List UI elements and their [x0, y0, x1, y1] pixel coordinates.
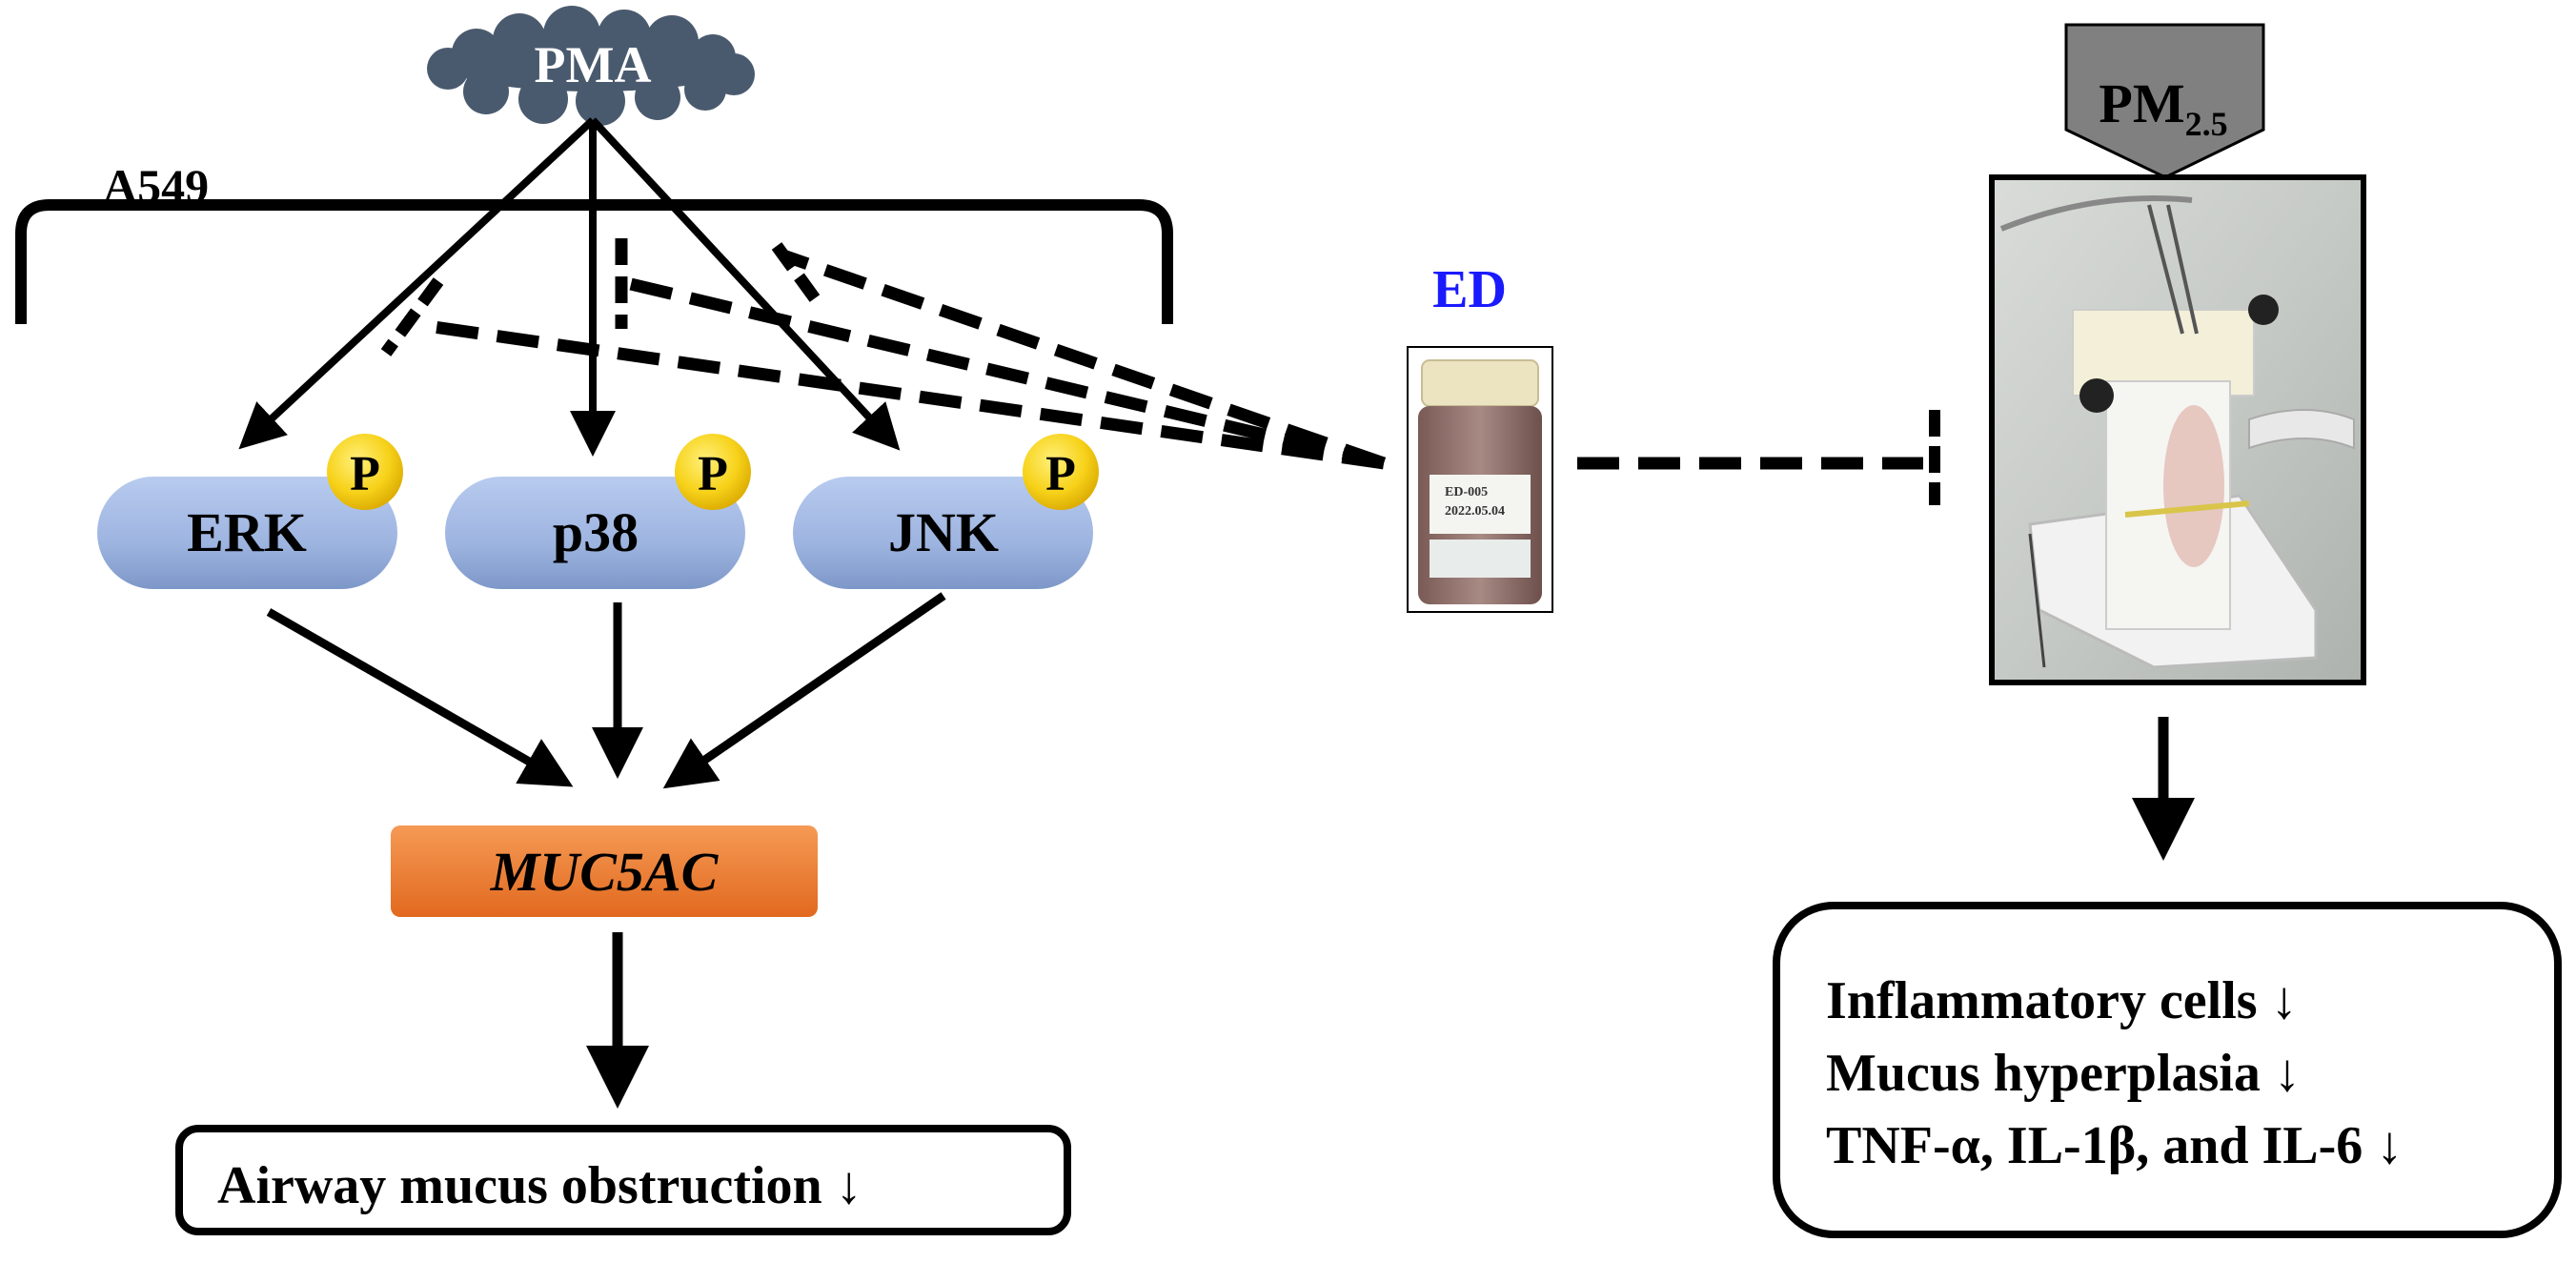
kinase-jnk: JNK P — [793, 434, 1099, 589]
outcome-right-line-2: Mucus hyperplasia ↓ — [1826, 1044, 2301, 1103]
phospho-p38-label: P — [698, 447, 728, 501]
arrow-pma-erk — [238, 117, 596, 450]
phospho-erk-label: P — [350, 447, 380, 501]
inhibition-bars — [380, 238, 825, 356]
kinase-to-gene-arrows — [266, 592, 946, 789]
kinase-p38-label: p38 — [553, 501, 639, 563]
inhibit-jnk-line — [781, 249, 1387, 470]
phospho-erk-icon — [327, 434, 403, 510]
ed-jar-photo: ED-005 2022.05.04 — [1407, 346, 1553, 613]
treatment-label: ED — [1432, 260, 1507, 319]
arrow-jnk-muc5ac — [662, 592, 946, 789]
jar-label-line1: ED-005 — [1445, 485, 1488, 499]
pm25-label: PM2.5 — [2099, 72, 2227, 143]
phospho-p38-icon — [675, 434, 751, 510]
outcome-right-line-3: TNF-α, IL-1β, and IL-6 ↓ — [1826, 1116, 2403, 1175]
pm25-label-sub: 2.5 — [2185, 105, 2228, 143]
kinase-erk: ERK P — [97, 434, 403, 589]
inhibit-p38-line — [629, 277, 1386, 470]
gene-muc5ac-label: MUC5AC — [490, 841, 720, 903]
phospho-jnk-icon — [1023, 434, 1099, 510]
pm25-exposure-icon: PM2.5 — [2064, 23, 2265, 179]
gene-muc5ac: MUC5AC — [391, 825, 818, 917]
ed-inhibition-lines — [426, 249, 1387, 470]
outcome-right-box: Inflammatory cells ↓ Mucus hyperplasia ↓… — [1773, 902, 2562, 1238]
mouse-exposure-photo — [1989, 174, 2366, 685]
kinase-p38: p38 P — [445, 434, 751, 589]
pma-cloud-icon — [427, 6, 755, 126]
inhibit-erk-line — [426, 319, 1385, 470]
pma-label: PMA — [535, 36, 652, 93]
pm25-label-main: PM — [2099, 72, 2184, 134]
phospho-jnk-label: P — [1045, 447, 1076, 501]
inhibit-jnk-bar — [771, 242, 825, 309]
jar-label-line2: 2022.05.04 — [1445, 504, 1505, 519]
pma-activation-arrows — [238, 117, 901, 457]
outcome-left-box: Airway mucus obstruction ↓ — [175, 1125, 1071, 1235]
outcome-left-label: Airway mucus obstruction ↓ — [217, 1156, 862, 1215]
arrow-erk-muc5ac — [266, 608, 574, 787]
kinase-erk-label: ERK — [187, 501, 307, 563]
outcome-right-line-1: Inflammatory cells ↓ — [1826, 971, 2298, 1030]
inhibit-erk-bar — [380, 277, 444, 356]
kinase-jnk-label: JNK — [888, 501, 999, 563]
